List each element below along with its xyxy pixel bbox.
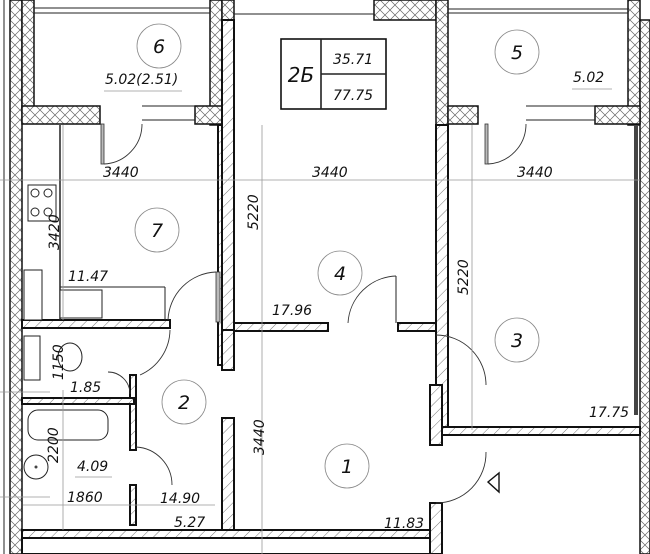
room-5-number: 5 [511, 42, 523, 64]
dim-kitchen-depth: 3420 [47, 214, 63, 250]
doors [100, 123, 527, 504]
room-markers: 6 5 7 4 3 2 1 [134, 23, 540, 489]
balcony-glazing [34, 7, 628, 121]
dim-bath-width: 1860 [67, 490, 103, 506]
dimension-lines [0, 125, 640, 554]
interior-walls [21, 19, 641, 554]
room-5-area: 5.02 [573, 70, 604, 86]
outer-walls [3, 0, 650, 554]
toilet-icon [57, 342, 83, 372]
room-3-number: 3 [511, 330, 523, 352]
room-3-area: 17.75 [589, 405, 629, 421]
fridge-icon [23, 269, 43, 321]
room-2-number: 2 [178, 392, 190, 414]
dim-room1-depth: 3440 [252, 419, 268, 455]
room-6-area: 5.02(2.51) [105, 72, 178, 88]
bathroom-fixtures [23, 335, 109, 480]
room-7-area: 11.47 [68, 269, 108, 285]
room-4-area: 17.96 [272, 303, 312, 319]
dim-wc-depth: 1150 [51, 344, 67, 380]
room-1-area: 11.83 [384, 516, 424, 532]
bathroom-area: 4.09 [77, 459, 108, 475]
dimension-labels: 3440 3440 3440 3420 5220 5220 1150 2200 … [46, 165, 553, 506]
dim-kitchen-width: 3440 [103, 165, 139, 181]
room-4-number: 4 [334, 263, 346, 285]
room-7-number: 7 [151, 220, 163, 242]
sink-icon [59, 289, 103, 319]
dim-bath-depth: 2200 [46, 427, 62, 463]
area-labels: 5.02(2.51) 5.02 11.47 17.96 17.75 1.85 4… [68, 70, 629, 532]
room-2-secondary-area: 5.27 [174, 515, 205, 531]
total-area: 77.75 [333, 88, 373, 104]
dim-room3-depth: 5220 [456, 259, 472, 295]
kitchen-fixtures [23, 125, 166, 321]
apartment-type: 2Б [288, 63, 314, 87]
wc-area: 1.85 [70, 380, 101, 396]
room-6-number: 6 [153, 36, 165, 58]
dim-room4-width: 3440 [312, 165, 348, 181]
dim-room3-width: 3440 [517, 165, 553, 181]
room-2-area: 14.90 [160, 491, 200, 507]
dim-room4-depth: 5220 [246, 194, 262, 230]
room-1-number: 1 [341, 456, 353, 478]
entrance-triangle-icon [486, 471, 500, 494]
living-area: 35.71 [333, 52, 373, 68]
bathtub-icon [27, 409, 109, 441]
boiler-icon [23, 335, 41, 381]
apartment-label: 2Б 35.71 77.75 [280, 38, 387, 110]
